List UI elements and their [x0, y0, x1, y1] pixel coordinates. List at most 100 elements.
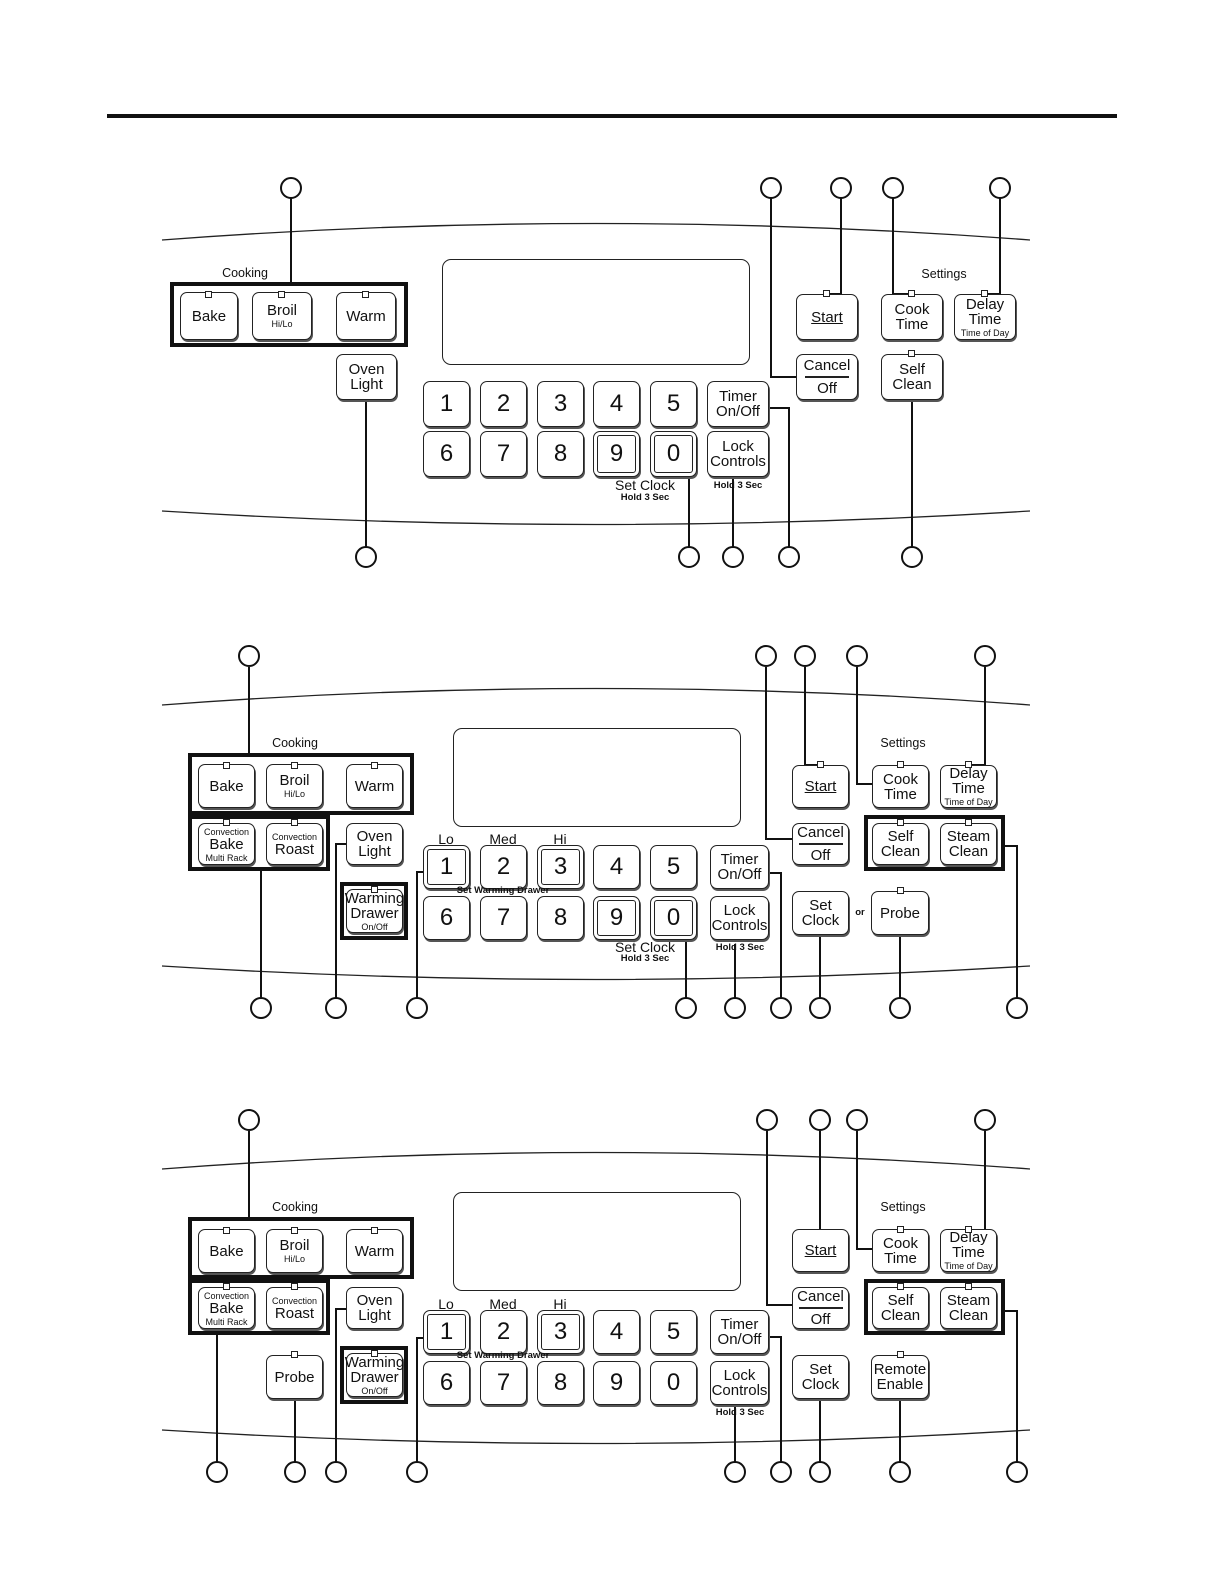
key-2[interactable]: 2 [480, 845, 527, 889]
key-3[interactable]: 3 [537, 845, 584, 889]
warm-button[interactable]: Warm [346, 1229, 403, 1273]
warm-button[interactable]: Warm [346, 764, 403, 808]
steam-clean-indicator [965, 819, 972, 826]
key-7[interactable]: 7 [480, 1361, 527, 1405]
bake-button[interactable]: Bake [198, 764, 255, 808]
convection-group [188, 1279, 330, 1335]
self-clean-indicator [908, 350, 915, 357]
key-0[interactable]: 0 [650, 1361, 697, 1405]
key-6[interactable]: 6 [423, 896, 470, 940]
start-button[interactable]: Start [792, 765, 849, 808]
callout-oven-light [325, 997, 347, 1019]
key-9[interactable]: 9 [593, 1361, 640, 1405]
clean-group [864, 1279, 1005, 1335]
bake-indicator [223, 1227, 230, 1234]
key-0[interactable]: 0 [650, 431, 697, 477]
probe-button[interactable]: Probe [871, 891, 929, 935]
callout-set-clock [675, 997, 697, 1019]
key-4[interactable]: 4 [593, 1310, 640, 1354]
callout-probe [284, 1461, 306, 1483]
callout-set-clock [678, 546, 700, 568]
key-1[interactable]: 1 [423, 1310, 470, 1354]
warming-drawer-group [340, 1346, 408, 1404]
key-3[interactable]: 3 [537, 381, 584, 427]
probe-indicator [291, 1351, 298, 1358]
self-clean-indicator [897, 1283, 904, 1290]
warm-button[interactable]: Warm [336, 292, 396, 340]
callout-timer [770, 997, 792, 1019]
key-5[interactable]: 5 [650, 1310, 697, 1354]
bake-button[interactable]: Bake [198, 1229, 255, 1273]
key-8[interactable]: 8 [537, 896, 584, 940]
key-2[interactable]: 2 [480, 1310, 527, 1354]
key-6[interactable]: 6 [423, 431, 470, 477]
callout-delay-time [989, 177, 1011, 199]
callout-start [830, 177, 852, 199]
key-2[interactable]: 2 [480, 381, 527, 427]
callout-lock [722, 546, 744, 568]
key-4[interactable]: 4 [593, 845, 640, 889]
key-1[interactable]: 1 [423, 845, 470, 889]
callout-warming-drawer [406, 997, 428, 1019]
key-5[interactable]: 5 [650, 845, 697, 889]
set-clock-label: Set Clock [615, 939, 675, 955]
key-4[interactable]: 4 [593, 381, 640, 427]
key-5[interactable]: 5 [650, 381, 697, 427]
callout-oven-light [355, 546, 377, 568]
key-8[interactable]: 8 [537, 1361, 584, 1405]
bake-button[interactable]: Bake [180, 292, 238, 340]
start-button[interactable]: Start [796, 294, 858, 340]
key-1[interactable]: 1 [423, 381, 470, 427]
cooking-group [188, 1217, 414, 1279]
warm-indicator [371, 1227, 378, 1234]
remote-enable-indicator [897, 1351, 904, 1358]
key-7[interactable]: 7 [480, 896, 527, 940]
key-7[interactable]: 7 [480, 431, 527, 477]
start-button[interactable]: Start [792, 1229, 849, 1272]
key-6[interactable]: 6 [423, 1361, 470, 1405]
key-3[interactable]: 3 [537, 1310, 584, 1354]
key-0[interactable]: 0 [650, 896, 697, 940]
settings-label: Settings [921, 267, 967, 281]
probe-button[interactable]: Probe [266, 1355, 323, 1399]
convection-roast-indicator [291, 1283, 298, 1290]
key-9[interactable]: 9 [593, 431, 640, 477]
key-8[interactable]: 8 [537, 431, 584, 477]
key-9[interactable]: 9 [593, 896, 640, 940]
